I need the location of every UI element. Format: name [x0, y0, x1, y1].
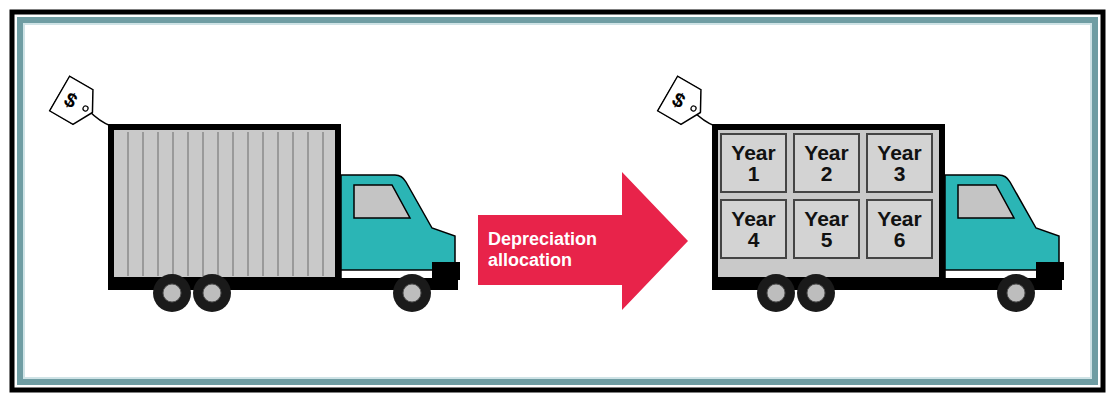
wheel-hub: [403, 284, 421, 302]
year-box: Year 5: [793, 199, 860, 259]
cab-window: [354, 185, 410, 218]
truck-bumper: [1036, 262, 1064, 280]
year-box: Year 6: [866, 199, 933, 259]
wheel: [997, 274, 1035, 312]
wheel-hub: [767, 284, 785, 302]
cargo-rib: [247, 132, 249, 276]
cargo-rib: [262, 132, 264, 276]
truck: [88, 110, 460, 312]
cargo-rib: [172, 132, 174, 276]
cargo-rib: [232, 132, 234, 276]
allocation-arrow: Depreciation allocation: [478, 170, 690, 312]
cargo-rib: [157, 132, 159, 276]
wheel-hub: [807, 284, 825, 302]
wheel: [153, 274, 191, 312]
cargo-ribs: [128, 132, 323, 276]
year-box: Year 4: [720, 199, 787, 259]
tag-hole: [82, 105, 89, 112]
cargo-rib: [187, 132, 189, 276]
wheel: [193, 274, 231, 312]
wheel: [757, 274, 795, 312]
node-label: Year 1: [731, 142, 775, 184]
node-label: Year 4: [731, 208, 775, 250]
node-label: Depreciation allocation: [488, 215, 622, 285]
inner-frame: [20, 20, 1095, 382]
tag-hole: [690, 105, 697, 112]
cargo-rib: [277, 132, 279, 276]
wheel-hub: [1007, 284, 1025, 302]
year-box: Year 1: [720, 133, 787, 193]
truck: [692, 110, 1064, 312]
wheel: [393, 274, 431, 312]
node-label: Year 3: [877, 142, 921, 184]
cargo-box: [715, 127, 942, 280]
cargo-rib: [127, 132, 129, 276]
cargo-rib: [142, 132, 144, 276]
tag-outline: [50, 76, 103, 130]
cargo-rib: [307, 132, 309, 276]
node-label: Year 2: [804, 142, 848, 184]
cargo-rib: [202, 132, 204, 276]
cargo-box: [111, 127, 338, 280]
year-box: Year 2: [793, 133, 860, 193]
node-label: Year 5: [804, 208, 848, 250]
tag-outline: [658, 76, 711, 130]
cab-window: [958, 185, 1014, 218]
inner-frame-highlight: [24, 24, 1091, 378]
year-box: Year 3: [866, 133, 933, 193]
wheel-hub: [163, 284, 181, 302]
wheel-hub: [203, 284, 221, 302]
cargo-rib: [217, 132, 219, 276]
arrow-fill: [478, 172, 688, 310]
truck-bumper: [432, 262, 460, 280]
outer-frame: [12, 12, 1103, 390]
node-label: Year 6: [877, 208, 921, 250]
wheel: [797, 274, 835, 312]
cargo-rib: [322, 132, 324, 276]
cargo-rib: [292, 132, 294, 276]
